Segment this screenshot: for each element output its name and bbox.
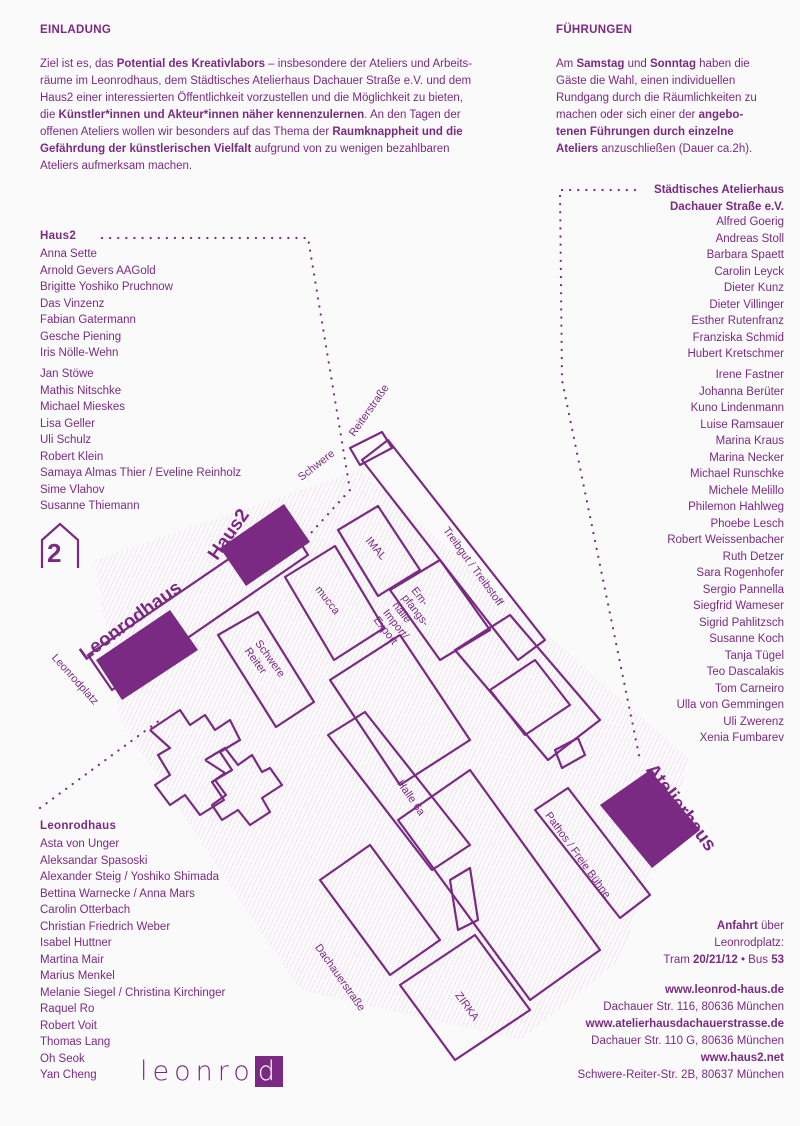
artist-name: Xenia Fumbarev: [699, 732, 784, 744]
artist-name: Marina Kraus: [715, 435, 784, 447]
artist-name: Mathis Nitschke: [40, 384, 122, 397]
map-shading: [95, 470, 690, 1040]
building-outlines: [86, 430, 652, 1062]
artist-name: Fabian Gatermann: [40, 314, 136, 326]
artist-name: Raquel Ro: [40, 1003, 95, 1015]
artist-name: Uli Zwerenz: [723, 715, 784, 728]
building-fill-atelierhaus: [600, 770, 700, 868]
artist-name: Teo Dascalakis: [706, 666, 784, 678]
artist-name: Philemon Hahlweg: [688, 501, 784, 513]
artist-name: Sime Vlahov: [40, 483, 105, 496]
artist-name: Susanne Thiemann: [40, 500, 140, 512]
leonrodhaus-heading: Leonrodhaus: [40, 820, 117, 832]
artist-name: Das Vinzenz: [40, 297, 105, 310]
address-leonrod-haus: Dachauer Str. 116, 80636 München: [603, 1001, 784, 1013]
artist-name: Esther Rutenfranz: [691, 315, 784, 327]
artist-name: Aleksandar Spasoski: [40, 854, 148, 867]
artist-name: Sigrid Pahlitzsch: [698, 616, 784, 629]
artist-name: Hubert Kretschmer: [687, 348, 784, 360]
fuehrungen-text: Am Samstag und Sonntag haben die Gäste d…: [556, 58, 757, 155]
artist-name: Thomas Lang: [40, 1036, 111, 1048]
artist-name: Bettina Warnecke / Anna Mars: [40, 887, 195, 900]
artist-name: Isabel Huttner: [40, 937, 112, 949]
artist-name: Irene Fastner: [715, 369, 784, 381]
leader-lines: [38, 188, 642, 810]
artist-name: Robert Voit: [40, 1019, 97, 1032]
artist-name: Phoebe Lesch: [710, 517, 784, 530]
link-atelierhaus[interactable]: www.atelierhausdachauerstrasse.de: [585, 1018, 784, 1030]
leonrod-logo-last-letter: d: [254, 1056, 283, 1087]
artist-name: Robert Weissenbacher: [667, 534, 784, 546]
artist-name: Tom Carneiro: [714, 682, 784, 695]
einladung-heading: EINLADUNG: [40, 24, 112, 36]
artist-name: Luise Ramsauer: [700, 418, 784, 431]
artist-name: Iris Nölle-Wehn: [40, 347, 119, 359]
link-leonrod-haus[interactable]: www.leonrod-haus.de: [664, 984, 784, 996]
artist-name: Dieter Kunz: [723, 282, 784, 294]
artist-name: Michael Mieskes: [40, 401, 125, 413]
artist-name: Melanie Siegel / Christina Kirchinger: [40, 986, 226, 999]
anfahrt-block: Anfahrt über Leonrodplatz: Tram 20/21/12…: [663, 920, 784, 966]
artist-name: Christian Friedrich Weber: [40, 920, 171, 933]
artist-name: Marius Menkel: [40, 970, 115, 982]
artist-name: Oh Seok: [40, 1052, 85, 1065]
artist-name: Yan Cheng: [40, 1069, 97, 1081]
artist-name: Alfred Goerig: [716, 216, 784, 228]
artist-name: Anna Sette: [40, 248, 97, 260]
einladung-text: Ziel ist es, das Potential des Kreativla…: [40, 58, 473, 172]
artist-name: Carolin Otterbach: [40, 904, 131, 916]
building-fill-leonrodhaus: [96, 610, 198, 700]
artist-name: Andreas Stoll: [715, 232, 784, 245]
artist-name: Sara Rogenhofer: [696, 567, 784, 579]
artist-name: Arnold Gevers AAGold: [40, 264, 156, 277]
artist-name: Tanja Tügel: [724, 649, 784, 662]
address-atelierhaus: Dachauer Str. 110 G, 80636 München: [591, 1035, 784, 1047]
artist-name: Samaya Almas Thier / Eveline Reinholz: [40, 467, 242, 479]
artist-name: Franziska Schmid: [692, 331, 784, 344]
artist-name: Ulla von Gemmingen: [676, 699, 784, 711]
artist-name: Sergio Pannella: [702, 583, 784, 596]
contacts-block: www.leonrod-haus.de Dachauer Str. 116, 8…: [578, 982, 784, 1084]
artist-name: Susanne Koch: [709, 633, 784, 645]
artist-name: Gesche Piening: [40, 330, 122, 343]
artist-name: Barbara Spaett: [706, 249, 784, 261]
address-haus2: Schwere-Reiter-Str. 2B, 80637 München: [577, 1069, 784, 1081]
artist-name: Ruth Detzer: [722, 550, 784, 563]
artist-name: Jan Stöwe: [40, 368, 94, 380]
haus2-heading: Haus2: [40, 230, 77, 242]
artist-name: Michele Melillo: [708, 484, 784, 497]
artist-name: Carolin Leyck: [714, 265, 784, 278]
artist-name: Brigitte Yoshiko Pruchnow: [40, 281, 173, 293]
artist-name: Lisa Geller: [40, 417, 95, 430]
artist-name: Robert Klein: [40, 450, 104, 463]
building-fill-haus2: [220, 504, 310, 586]
artist-name: Dieter Villinger: [709, 298, 784, 311]
artist-name: Alexander Steig / Yoshiko Shimada: [40, 871, 220, 883]
link-haus2[interactable]: www.haus2.net: [700, 1052, 784, 1064]
haus2-logo-outline: [40, 522, 80, 568]
artist-name: Asta von Unger: [40, 838, 120, 850]
haus2-logo-glyph: 2: [47, 538, 62, 568]
artist-name: Uli Schulz: [40, 434, 92, 446]
artist-name: Siegfrid Wameser: [693, 600, 784, 612]
atelierhaus-heading: Städtisches Atelierhaus Dachauer Straße …: [654, 184, 784, 213]
artist-name: Kuno Lindenmann: [690, 402, 784, 414]
artist-name: Martina Mair: [40, 953, 104, 966]
artist-name: Michael Runschke: [690, 468, 784, 480]
fuehrungen-heading: FÜHRUNGEN: [556, 24, 633, 36]
artist-name: Marina Necker: [709, 451, 784, 464]
artist-name: Johanna Berüter: [698, 385, 784, 398]
